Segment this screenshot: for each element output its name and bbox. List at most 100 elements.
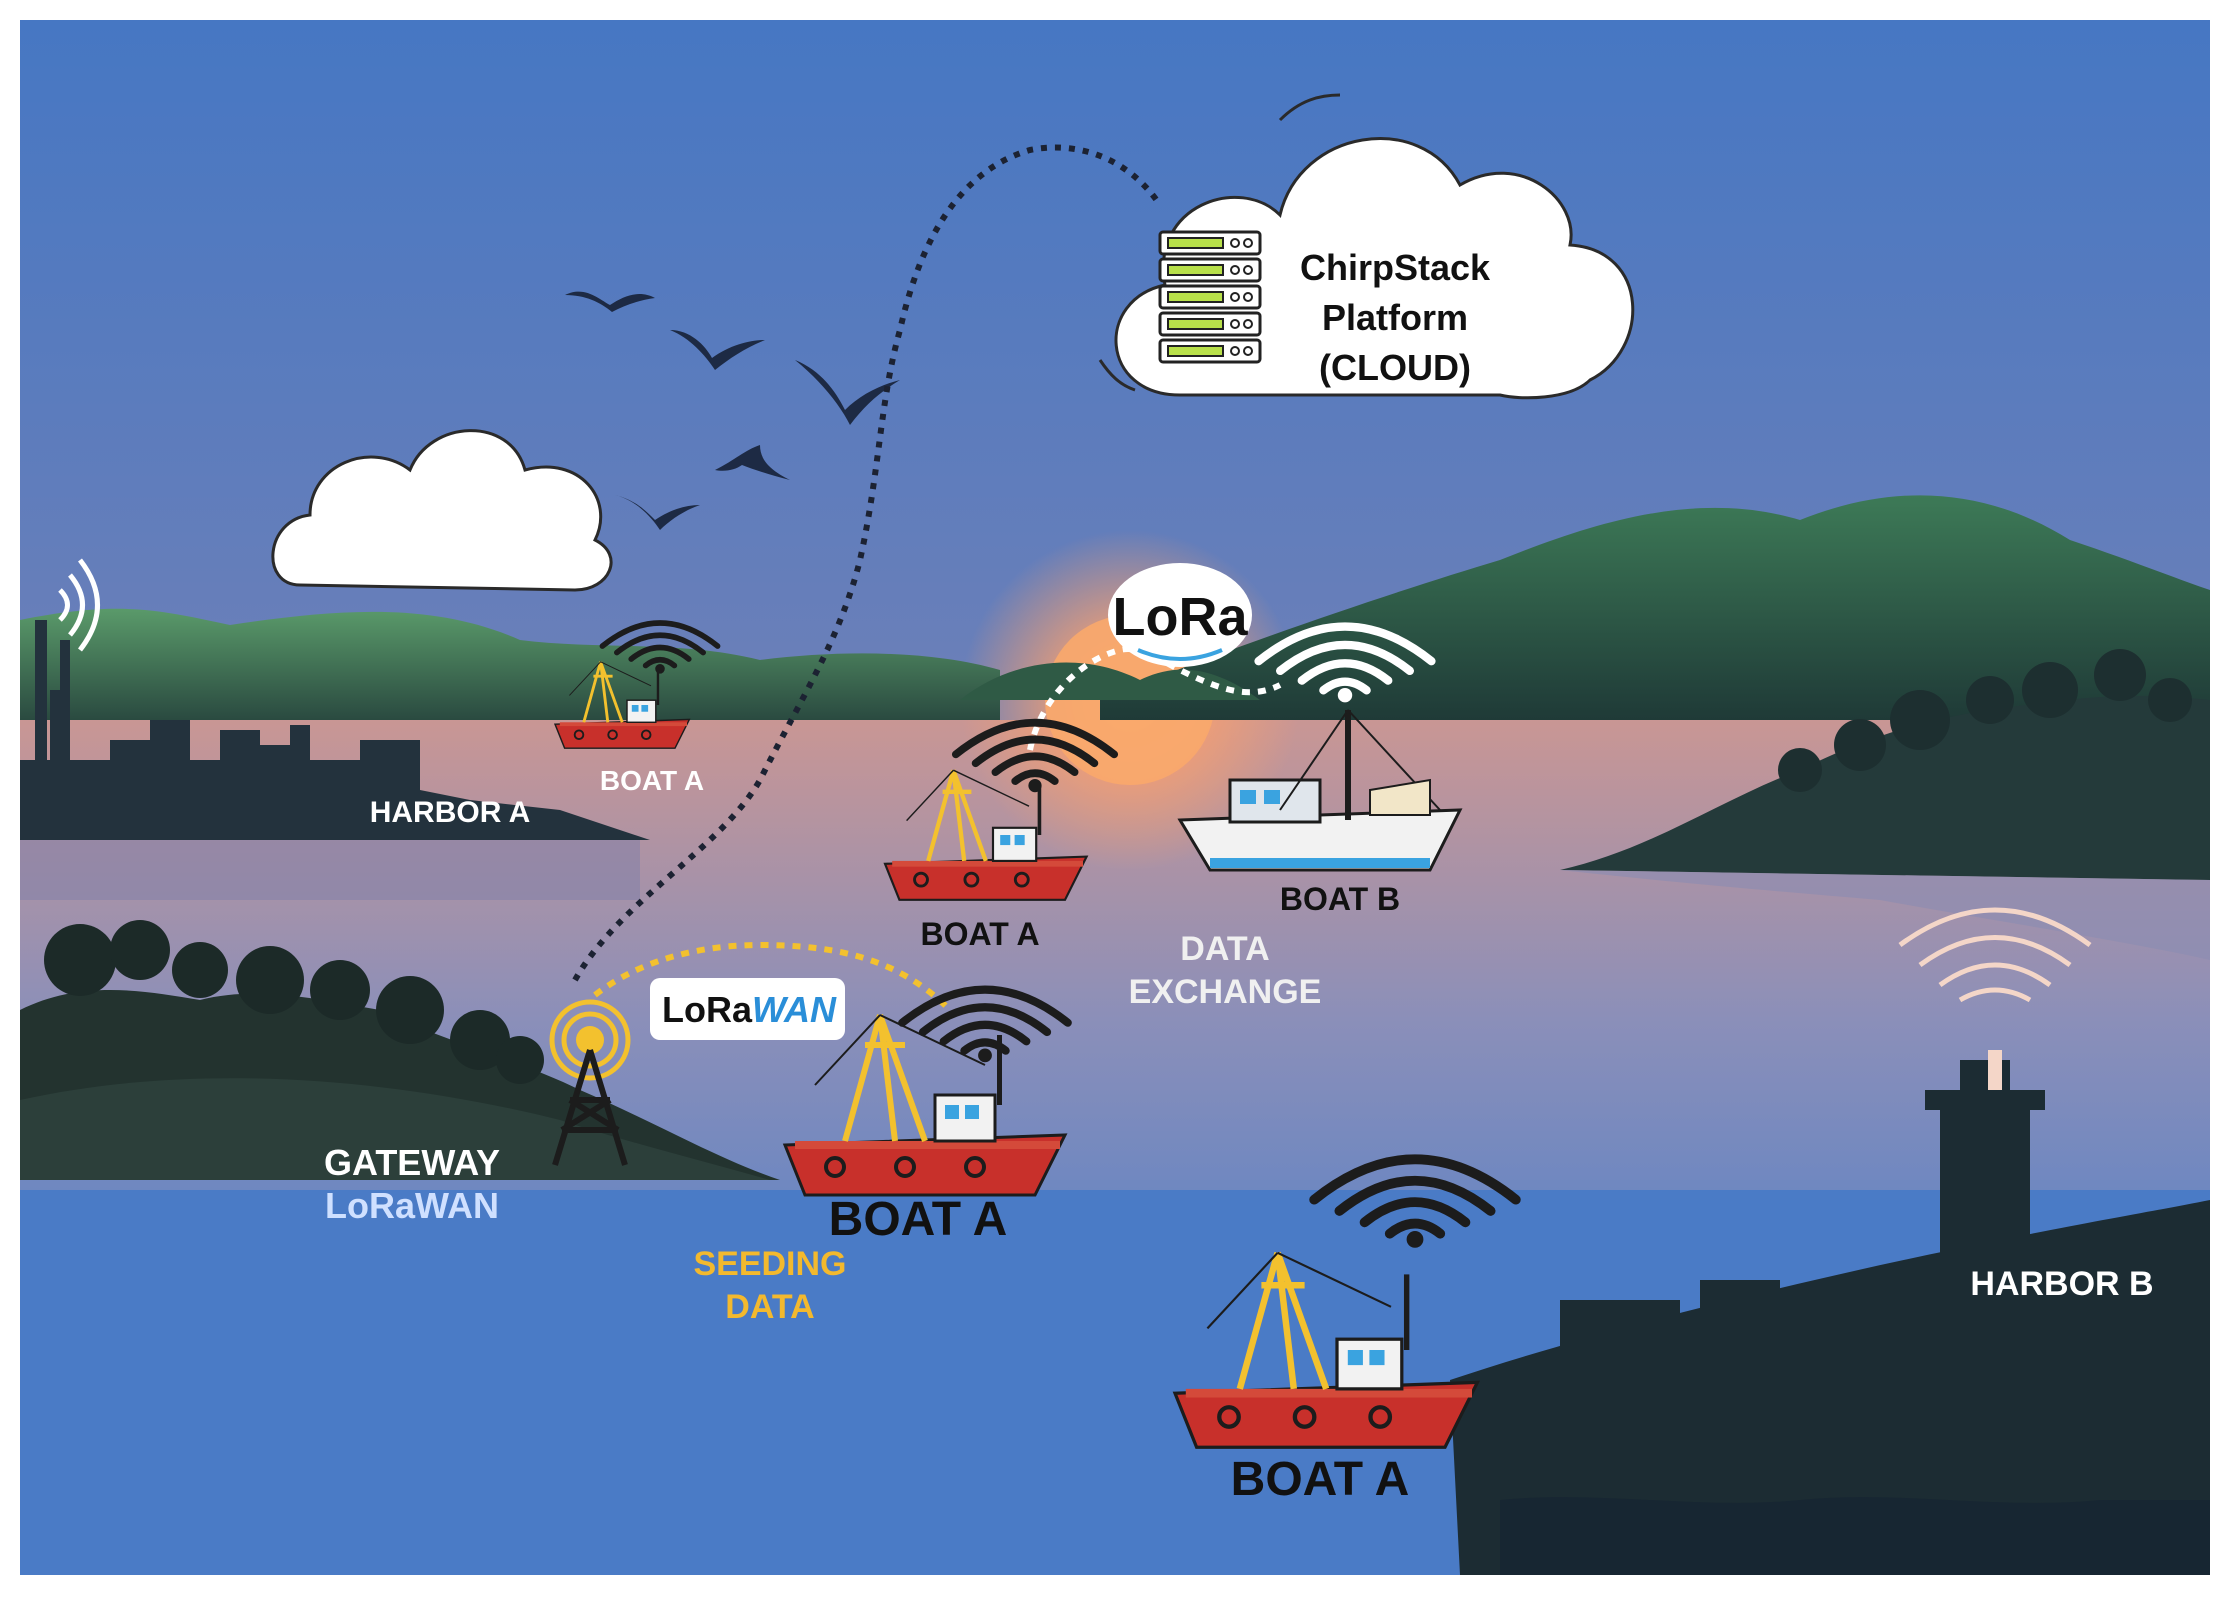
boat-porthole: [824, 1156, 846, 1178]
boat-a-near-label: BOAT A: [829, 1193, 1008, 1246]
boat-window: [965, 1105, 979, 1119]
boat-window: [1369, 1350, 1385, 1366]
harbor-a-skyline: [20, 640, 650, 840]
gateway-label-line2: LoRaWAN: [325, 1185, 499, 1226]
server-dot: [1230, 319, 1240, 329]
scene-shape: [1925, 1090, 2045, 1110]
scene-shape: [1450, 1200, 2210, 1575]
signal-arc: [1276, 640, 1414, 676]
boat-porthole: [913, 871, 929, 888]
boat-a-front-label: BOAT A: [1231, 1453, 1410, 1506]
boat-antenna: [656, 671, 660, 705]
signal-arc: [642, 656, 678, 669]
server-led-bar: [1167, 345, 1224, 357]
seeding-label-line1: SEEDING: [693, 1245, 846, 1283]
lorawan-badge: [650, 978, 845, 1040]
signal-arc: [898, 985, 1072, 1027]
server-dot: [1243, 346, 1253, 356]
left-hill-base: [20, 1078, 770, 1180]
scene-shape: [1560, 1300, 1680, 1360]
left-forest-trees: [44, 920, 544, 1084]
signal-arc: [951, 718, 1119, 759]
signal-arc: [1319, 677, 1371, 695]
boat-deck: [892, 860, 1083, 867]
server-dot: [1230, 265, 1240, 275]
scene-shape: [1158, 230, 1262, 364]
signal-arc: [991, 752, 1079, 777]
server-led-bar: [1167, 291, 1224, 303]
harbor-b-signal-icon: [1898, 907, 2092, 1090]
boat-a-mid-label: BOAT A: [920, 916, 1039, 952]
signal-arc: [1384, 1218, 1446, 1239]
seeding-label-line2: DATA: [725, 1288, 814, 1326]
right-island-trees: [1778, 649, 2192, 792]
boat-b-awning: [1369, 778, 1431, 816]
scene-shape: [1778, 748, 1822, 792]
server-led-bar: [1167, 264, 1224, 276]
boat-b-hull: [1177, 808, 1463, 872]
scene-shape: [2148, 678, 2192, 722]
signal-arc: [1359, 1197, 1471, 1228]
fishing-boat-icon: [1172, 1251, 1481, 1449]
fishing-boat-icon: [782, 1013, 1068, 1197]
boat-b-label: BOAT B: [1280, 881, 1400, 917]
signal-arc: [1297, 659, 1393, 685]
signal-dot: [655, 664, 665, 674]
scene-shape: [44, 924, 116, 996]
bird-icon: [795, 360, 900, 425]
hills-right: [1100, 495, 2210, 720]
boat-rigging: [569, 661, 652, 696]
scene-shape: [172, 942, 228, 998]
server-dot: [1243, 319, 1253, 329]
boat-rigging: [814, 1014, 986, 1086]
hills-left: [20, 608, 1000, 720]
boat-deck: [795, 1141, 1060, 1149]
boat-antenna: [997, 1035, 1002, 1105]
bird-icon: [715, 445, 790, 480]
harbor-a-signal-icon: [58, 558, 100, 652]
scene-shape: [2094, 649, 2146, 701]
signal-arc: [1309, 1154, 1521, 1205]
boat-cabin: [991, 826, 1038, 862]
boat-mast: [842, 1013, 928, 1143]
signal-arc: [599, 620, 721, 649]
lora-badge-text: LoRa: [1113, 587, 1249, 647]
server-dot: [1243, 292, 1253, 302]
scene-shape: [450, 1010, 510, 1070]
harbor-b-label: HARBOR B: [1970, 1265, 2153, 1303]
right-island-reflection: [1560, 870, 2210, 960]
signal-arc: [971, 735, 1099, 768]
scene-shape: [1958, 987, 2032, 1003]
scene-shape: [2022, 662, 2078, 718]
boats-group: [553, 661, 1481, 1449]
boat-porthole: [607, 729, 618, 741]
signal-arc: [614, 632, 706, 656]
scene-shape: [1650, 1330, 1658, 1420]
boat-porthole: [640, 729, 652, 741]
boat-b-stripe: [1210, 858, 1430, 868]
scene-shape: [310, 960, 370, 1020]
signal-arc: [1011, 769, 1059, 785]
lorawan-seeding-link: [593, 941, 953, 1013]
wifi-signal-icon: [951, 718, 1119, 793]
boat-window: [945, 1105, 959, 1119]
scene-shape: [58, 588, 70, 622]
boat-rigging: [1206, 1251, 1392, 1330]
lorawan-badge-suffix: WAN: [752, 989, 837, 1030]
boat-deck: [559, 722, 687, 727]
server-dot: [1230, 292, 1240, 302]
boat-window: [1347, 1350, 1363, 1366]
scene-shape: [1600, 1340, 1608, 1420]
cloud-uplink: [572, 144, 1163, 982]
boat-porthole: [963, 871, 980, 888]
exchange-label-line1: DATA: [1180, 930, 1269, 968]
scene-shape: [1966, 676, 2014, 724]
boat-mast: [582, 661, 624, 723]
signal-arc: [1334, 1175, 1496, 1216]
server-rack-icon: [1158, 230, 1262, 364]
wifi-signal-icon: [898, 985, 1072, 1063]
signal-arc: [939, 1020, 1031, 1046]
scene-shape: [1890, 690, 1950, 750]
boat-porthole: [573, 729, 585, 741]
